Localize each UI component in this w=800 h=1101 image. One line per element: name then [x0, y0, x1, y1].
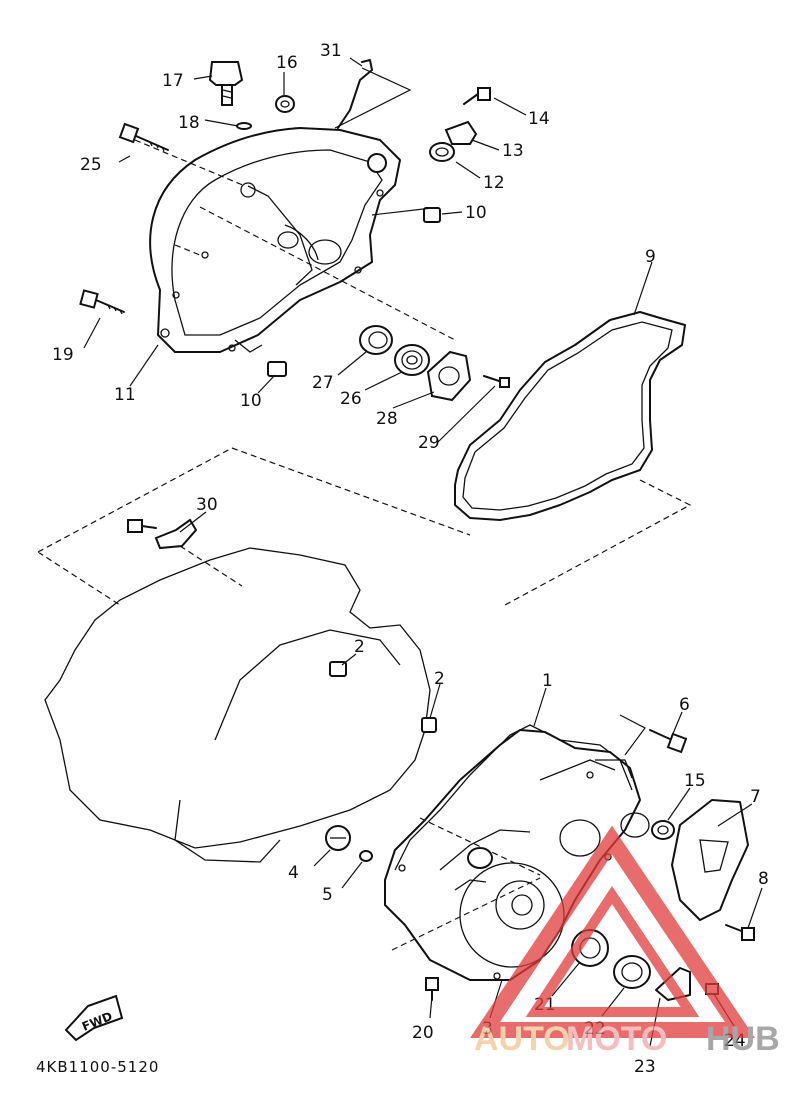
- callout-14: 14: [528, 109, 550, 129]
- assembly-line-upper-1: [199, 206, 456, 341]
- watermark-logo: AUTO MOTO HUB: [470, 825, 780, 1058]
- gasket-1: [394, 724, 633, 871]
- callout-17: 17: [162, 71, 184, 91]
- bolt-25: [118, 122, 169, 152]
- callout-2-left: 2: [354, 637, 365, 657]
- seal-16: [275, 95, 295, 113]
- retainer-plate-28: [426, 350, 472, 402]
- callout-25: 25: [80, 155, 102, 175]
- watermark-text-moto: MOTO: [566, 1020, 667, 1058]
- callout-2-right: 2: [434, 669, 445, 689]
- section-outline: [37, 447, 692, 606]
- clamp-31: [337, 59, 373, 129]
- cover-7: [671, 799, 749, 921]
- callout-8: 8: [758, 869, 769, 889]
- watermark-text-auto: AUTO: [474, 1020, 570, 1058]
- crankcase-cover-left: [149, 127, 401, 353]
- callout-28: 28: [376, 409, 398, 429]
- callout-11: 11: [114, 385, 136, 405]
- callout-31: 31: [320, 41, 342, 61]
- callout-9: 9: [645, 247, 656, 267]
- watermark-text-hub: HUB: [706, 1020, 780, 1058]
- forward-arrow-icon: FWD: [64, 994, 124, 1042]
- bearing-22: [613, 955, 651, 989]
- dowel-pin-2-right: [421, 717, 437, 733]
- o-ring-5: [359, 850, 373, 862]
- diagram-code: 4KB1100-5120: [36, 1058, 159, 1076]
- callout-10-upper: 10: [465, 203, 487, 223]
- callout-29: 29: [418, 433, 440, 453]
- callout-18: 18: [178, 113, 200, 133]
- callout-1: 1: [542, 671, 553, 691]
- watermark-triangle-icon: [470, 825, 756, 1038]
- callout-5: 5: [322, 885, 333, 905]
- screw-29: [483, 375, 510, 388]
- callout-20: 20: [412, 1023, 434, 1043]
- screw-14: [463, 87, 491, 105]
- callout-10-lower: 10: [240, 391, 262, 411]
- bolt-19: [79, 289, 125, 315]
- bolt-8: [725, 924, 755, 941]
- callout-12: 12: [483, 173, 505, 193]
- bolt-6: [649, 729, 688, 754]
- crankcase-cover-right: [384, 729, 650, 981]
- engine-crankcase-outline: [44, 547, 431, 849]
- seal-27: [359, 325, 393, 355]
- callout-19: 19: [52, 345, 74, 365]
- plug-4: [325, 825, 351, 851]
- callout-27: 27: [312, 373, 334, 393]
- seal-15: [651, 820, 675, 840]
- callout-23: 23: [634, 1057, 656, 1077]
- dowel-pin-2-left: [329, 661, 347, 677]
- callout-16: 16: [276, 53, 298, 73]
- o-ring-18: [236, 122, 252, 130]
- cap-13: [444, 120, 478, 145]
- dowel-pin-10-upper: [423, 207, 441, 223]
- plate-23: [655, 967, 691, 1001]
- bolt-30: [127, 519, 157, 533]
- callout-6: 6: [679, 695, 690, 715]
- bearing-26: [394, 344, 430, 376]
- assembly-line-upper-2: [174, 244, 201, 256]
- callout-7: 7: [750, 787, 761, 807]
- oil-filler-plug: [208, 61, 244, 106]
- callout-13: 13: [502, 141, 524, 161]
- callout-15: 15: [684, 771, 706, 791]
- seal-12: [429, 142, 455, 162]
- callout-26: 26: [340, 389, 362, 409]
- callout-30: 30: [196, 495, 218, 515]
- leader-lines: [83, 57, 763, 1047]
- gasket-9: [454, 311, 686, 521]
- callout-4: 4: [288, 863, 299, 883]
- dowel-pin-10-lower: [267, 361, 287, 377]
